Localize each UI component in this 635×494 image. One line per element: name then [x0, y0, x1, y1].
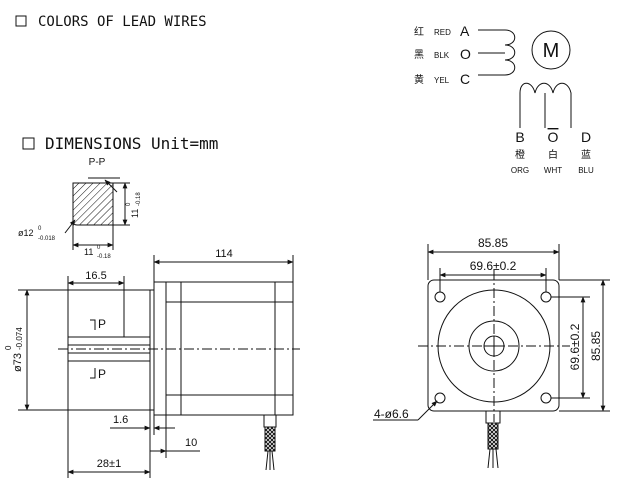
lead-o2-letter: O: [548, 129, 559, 145]
shaft-dia-main: ø12: [18, 228, 34, 238]
mounting-hole-tl: [434, 291, 446, 303]
lead-b-cn: 橙: [515, 148, 525, 161]
lead-d-letter: D: [581, 129, 591, 145]
lead-a-letter: A: [460, 23, 470, 39]
colors-heading-checkbox: [15, 15, 27, 27]
boss-dia-main: ø73: [12, 353, 24, 372]
shaft-flat-lower: -0.18: [136, 192, 142, 206]
mounting-hole-br: [540, 392, 552, 404]
lead-o-cn: 黑: [414, 49, 424, 61]
shaft-length-label: 16.5: [85, 270, 106, 282]
hole-spacing-v-label: 69.6±0.2: [568, 323, 582, 370]
lead-b-color: ORG: [511, 166, 529, 175]
flange-thickness-label: 1.6: [113, 414, 128, 426]
motor-symbol-circle: [531, 30, 571, 70]
lead-o-color: BLK: [434, 51, 450, 60]
section-title: P-P: [89, 157, 106, 168]
hole-spacing-h-label: 69.6±0.2: [470, 259, 517, 273]
lead-c-cn: 黄: [414, 73, 424, 86]
shaft-dia-upper: 0: [38, 226, 42, 232]
boss-dia-lower: -0.074: [15, 327, 24, 350]
dimensions-heading: DIMENSIONS Unit=mm: [45, 134, 218, 153]
front-width-label: 85.85: [478, 236, 508, 250]
holes-label: 4-ø6.6: [374, 407, 409, 421]
lead-c-color: YEL: [434, 76, 450, 85]
lead-a-cn: 红: [414, 25, 424, 38]
lead-o2-cn: 白: [548, 148, 558, 161]
lead-c-letter: C: [460, 71, 470, 87]
dimensions-heading-checkbox: [22, 137, 35, 150]
front-view: [373, 244, 610, 469]
bottom-coil: [519, 82, 572, 128]
boss-to-flange-label: 10: [185, 437, 197, 449]
shaft-width-lower: -0.18: [97, 254, 111, 260]
colors-heading: COLORS OF LEAD WIRES: [38, 14, 207, 30]
lead-d-color: BLU: [578, 166, 594, 175]
mounting-hole-tr: [540, 291, 552, 303]
lead-b-letter: B: [515, 129, 524, 145]
shaft-width-upper: 0: [97, 245, 101, 251]
shaft-flat-main: 11: [130, 209, 140, 218]
mounting-hole-bl: [434, 392, 446, 404]
p-marker-lower: P: [98, 367, 106, 381]
shaft-width-main: 11: [84, 247, 93, 257]
motor-symbol: M: [543, 40, 560, 62]
shaft-section-hatched: [72, 182, 114, 226]
shaft-dia-lower: -0.018: [38, 236, 56, 242]
side-view: [18, 255, 300, 478]
length-label: 114: [215, 248, 233, 260]
lead-o-letter: O: [460, 46, 471, 62]
lead-o2-color: WHT: [544, 166, 562, 175]
shaft-section: [64, 177, 130, 250]
p-marker-upper: P: [98, 317, 106, 331]
boss-dia-upper: 0: [4, 345, 13, 350]
front-height-label: 85.85: [589, 331, 603, 361]
lead-a-color: RED: [434, 28, 451, 37]
shaft-flat-upper: 0: [126, 202, 132, 206]
shaft-total-label: 28±1: [97, 458, 121, 470]
left-coil: [478, 29, 516, 76]
lead-d-cn: 蓝: [581, 149, 591, 161]
wiring-diagram: [478, 29, 572, 128]
